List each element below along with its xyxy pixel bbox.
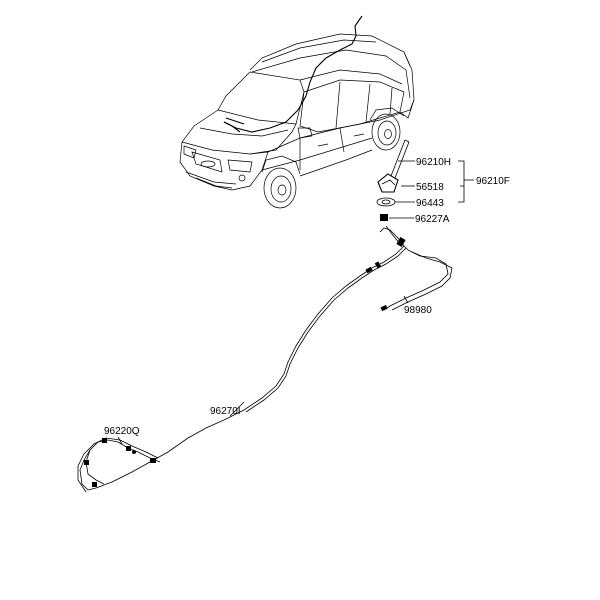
part-label-96270I: 96270I xyxy=(210,406,241,417)
front-harness xyxy=(77,436,161,493)
part-label-96227A: 96227A xyxy=(415,214,450,225)
part-label-98980: 98980 xyxy=(404,305,432,316)
main-feeder-cable xyxy=(87,245,407,491)
part-label-96210F: 96210F xyxy=(476,176,510,187)
extension-cable xyxy=(379,225,453,312)
part-label-96210H: 96210H xyxy=(416,157,451,168)
vehicle-illustration xyxy=(179,15,415,209)
part-label-96443: 96443 xyxy=(416,198,444,209)
roof-antenna-assembly xyxy=(376,139,474,221)
part-label-56518: 56518 xyxy=(416,182,444,193)
part-labels: 96210H 96210F 56518 96443 96227A 98980 9… xyxy=(104,157,510,437)
part-label-96220Q: 96220Q xyxy=(104,426,140,437)
